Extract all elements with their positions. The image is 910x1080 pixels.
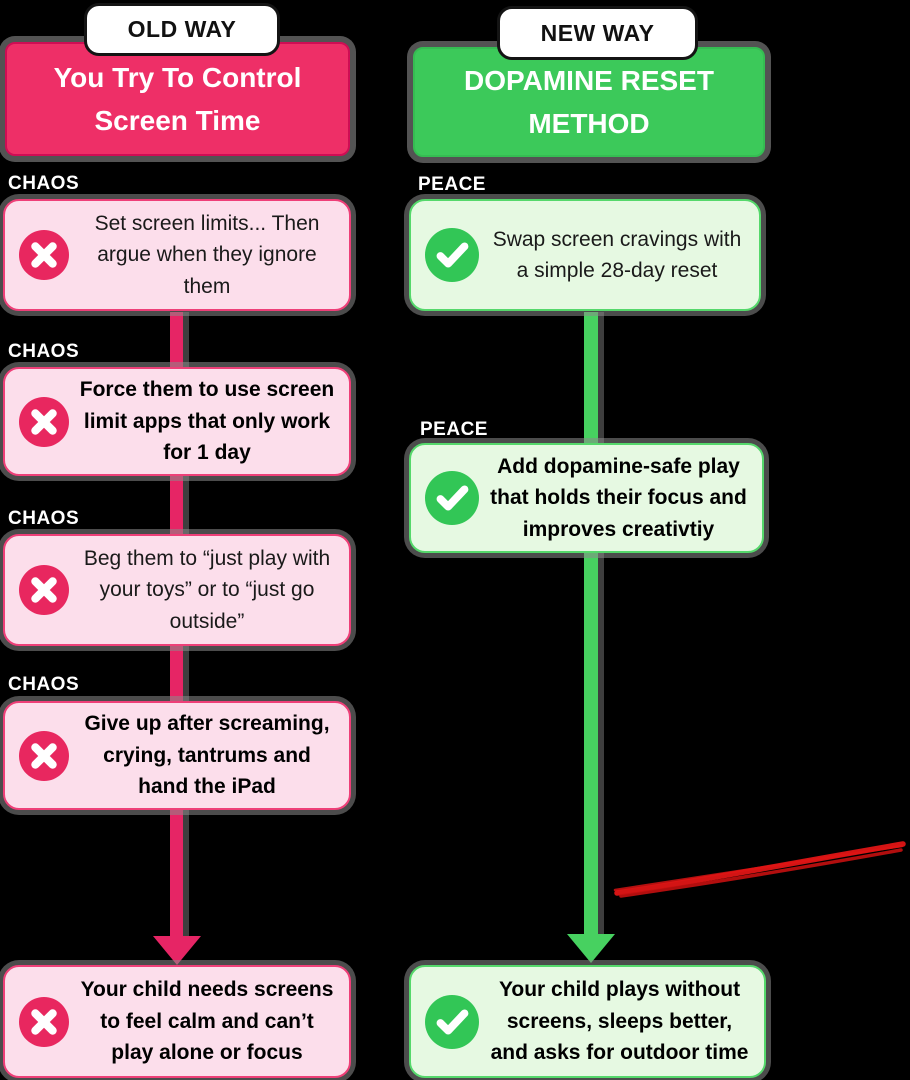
x-circle-icon bbox=[19, 396, 69, 447]
new-way-badge: NEW WAY bbox=[497, 6, 698, 60]
old-way-header: You Try To Control Screen Time bbox=[5, 42, 350, 156]
old-step-box-1: Set screen limits... Then argue when the… bbox=[3, 199, 351, 311]
old-outcome-text: Your child needs screens to feel calm an… bbox=[80, 978, 334, 1065]
old-outcome-box: Your child needs screens to feel calm an… bbox=[3, 965, 351, 1078]
old-step-text-3: Beg them to “just play with your toys” o… bbox=[83, 546, 331, 633]
old-step-box-3: Beg them to “just play with your toys” o… bbox=[3, 534, 351, 646]
old-step-box-4: Give up after screaming, crying, tantrum… bbox=[3, 701, 351, 810]
new-outcome-box: Your child plays without screens, sleeps… bbox=[409, 965, 766, 1078]
old-way-title: You Try To Control Screen Time bbox=[53, 61, 302, 136]
new-way-title: DOPAMINE RESET METHOD bbox=[464, 64, 714, 139]
old-way-badge: OLD WAY bbox=[84, 3, 280, 56]
new-way-badge-label: NEW WAY bbox=[540, 19, 655, 46]
x-circle-icon bbox=[19, 730, 69, 781]
x-circle-icon bbox=[19, 996, 69, 1047]
new-step-box-1: Swap screen cravings with a simple 28-da… bbox=[409, 199, 761, 311]
old-step-text-2: Force them to use screen limit apps that… bbox=[79, 378, 335, 465]
peace-label-1: PEACE bbox=[418, 174, 486, 195]
new-step-box-2: Add dopamine-safe play that holds their … bbox=[409, 443, 764, 553]
chaos-label-1: CHAOS bbox=[8, 173, 80, 194]
old-step-box-2: Force them to use screen limit apps that… bbox=[3, 367, 351, 476]
new-way-arrow-down-icon bbox=[567, 934, 615, 963]
new-way-flow-line bbox=[584, 312, 598, 936]
check-circle-icon bbox=[425, 471, 479, 525]
chaos-label-2: CHAOS bbox=[8, 341, 80, 362]
x-circle-icon bbox=[19, 230, 69, 280]
old-way-arrow-down-icon bbox=[153, 936, 201, 965]
new-outcome-text: Your child plays without screens, sleeps… bbox=[490, 978, 749, 1065]
chaos-label-3: CHAOS bbox=[8, 508, 80, 529]
old-step-text-1: Set screen limits... Then argue when the… bbox=[94, 211, 320, 298]
new-step-text-2: Add dopamine-safe play that holds their … bbox=[490, 454, 747, 541]
old-way-badge-label: OLD WAY bbox=[127, 16, 237, 42]
x-circle-icon bbox=[19, 565, 69, 615]
new-way-header: DOPAMINE RESET METHOD bbox=[413, 47, 765, 157]
peace-label-2: PEACE bbox=[420, 419, 488, 440]
new-step-text-1: Swap screen cravings with a simple 28-da… bbox=[492, 227, 742, 283]
check-circle-icon bbox=[425, 994, 479, 1049]
old-step-text-4: Give up after screaming, crying, tantrum… bbox=[84, 712, 330, 799]
red-scribble-line bbox=[613, 841, 906, 898]
check-circle-icon bbox=[425, 228, 479, 282]
chaos-label-4: CHAOS bbox=[8, 674, 80, 695]
